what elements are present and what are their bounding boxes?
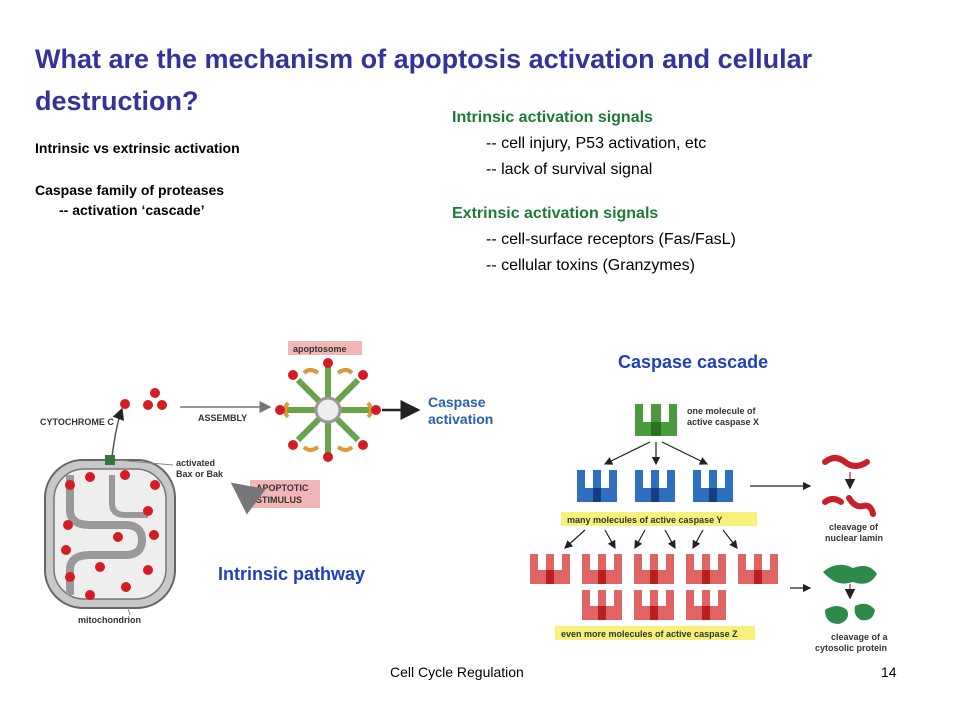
caspase-y-molecules	[577, 470, 733, 502]
caspase-z-molecules	[530, 554, 778, 620]
apoptotic-stimulus-label: STIMULUS	[256, 495, 302, 505]
bax-channel	[105, 455, 115, 465]
bullet-activation-cascade: -- activation ‘cascade’	[59, 202, 205, 218]
nuclear-lamin-label: nuclear lamin	[825, 533, 883, 543]
apoptosome-label-box	[288, 341, 362, 355]
activation-signals: Intrinsic activation signals -- cell inj…	[452, 105, 736, 279]
caspase-cascade-figure: one molecule of active caspase X many mo…	[530, 404, 889, 653]
intrinsic-signal-item: -- lack of survival signal	[486, 161, 653, 178]
caspase-cascade-title: Caspase cascade	[618, 352, 769, 372]
intrinsic-pathway-figure: CYTOCHROME C ASSEMBLY apoptosome Caspase…	[40, 341, 493, 625]
caspase-y-label-box	[561, 512, 757, 526]
nuclear-lamin-label: cleavage of	[829, 522, 879, 532]
nuclear-lamin-shape	[822, 455, 876, 517]
caspase-x-label: one molecule of	[687, 406, 757, 416]
cytosolic-protein-label: cytosolic protein	[815, 643, 887, 653]
left-bullet-list: Intrinsic vs extrinsic activation Caspas…	[35, 138, 240, 220]
released-cytochrome-c	[120, 388, 167, 410]
bullet-intrinsic-vs-extrinsic: Intrinsic vs extrinsic activation	[35, 140, 240, 156]
assembly-label: ASSEMBLY	[198, 413, 247, 423]
extrinsic-signals-heading: Extrinsic activation signals	[452, 205, 659, 222]
page-number: 14	[881, 664, 897, 680]
intrinsic-signals-heading: Intrinsic activation signals	[452, 109, 653, 126]
caspase-x-molecule	[635, 404, 677, 436]
activated-bax-label: Bax or Bak	[176, 469, 224, 479]
x-to-y-arrows	[603, 441, 709, 466]
caspase-z-label-box	[555, 626, 755, 640]
caspase-activation-label: activation	[428, 411, 493, 427]
y-to-z-arrows	[564, 529, 738, 550]
mitochondrion-label: mitochondrion	[78, 615, 141, 625]
caspase-y-label: many molecules of active caspase Y	[567, 515, 722, 525]
apoptosome-label: apoptosome	[293, 344, 347, 354]
slide-title: What are the mechanism of apoptosis acti…	[35, 44, 813, 116]
mitochondrion-shape	[44, 459, 176, 609]
caspase-z-label: even more molecules of active caspase Z	[561, 629, 738, 639]
stimulus-arrow	[230, 482, 266, 515]
caspase-x-label: active caspase X	[687, 417, 759, 427]
extrinsic-signal-item: -- cellular toxins (Granzymes)	[486, 257, 695, 274]
apoptosome-complex	[275, 358, 381, 462]
release-arrow	[111, 407, 124, 458]
mito-pointer	[127, 607, 131, 616]
extrinsic-signal-item: -- cell-surface receptors (Fas/FasL)	[486, 231, 736, 248]
bullet-caspase-family: Caspase family of proteases	[35, 182, 225, 198]
cytosolic-protein-label: cleavage of a	[831, 632, 889, 642]
footer-title: Cell Cycle Regulation	[390, 664, 524, 680]
intrinsic-signal-item: -- cell injury, P53 activation, etc	[486, 135, 707, 152]
cytosolic-protein-shape	[823, 564, 877, 624]
activated-bax-label: activated	[176, 458, 215, 468]
intrinsic-pathway-caption: Intrinsic pathway	[218, 564, 365, 584]
mitochondrial-cytochrome-dots	[61, 470, 160, 600]
caspase-activation-label: Caspase	[428, 394, 486, 410]
cytochrome-c-label: CYTOCHROME C	[40, 417, 114, 427]
bax-pointer	[115, 459, 174, 466]
apoptotic-stimulus-label: APOPTOTIC	[256, 483, 309, 493]
